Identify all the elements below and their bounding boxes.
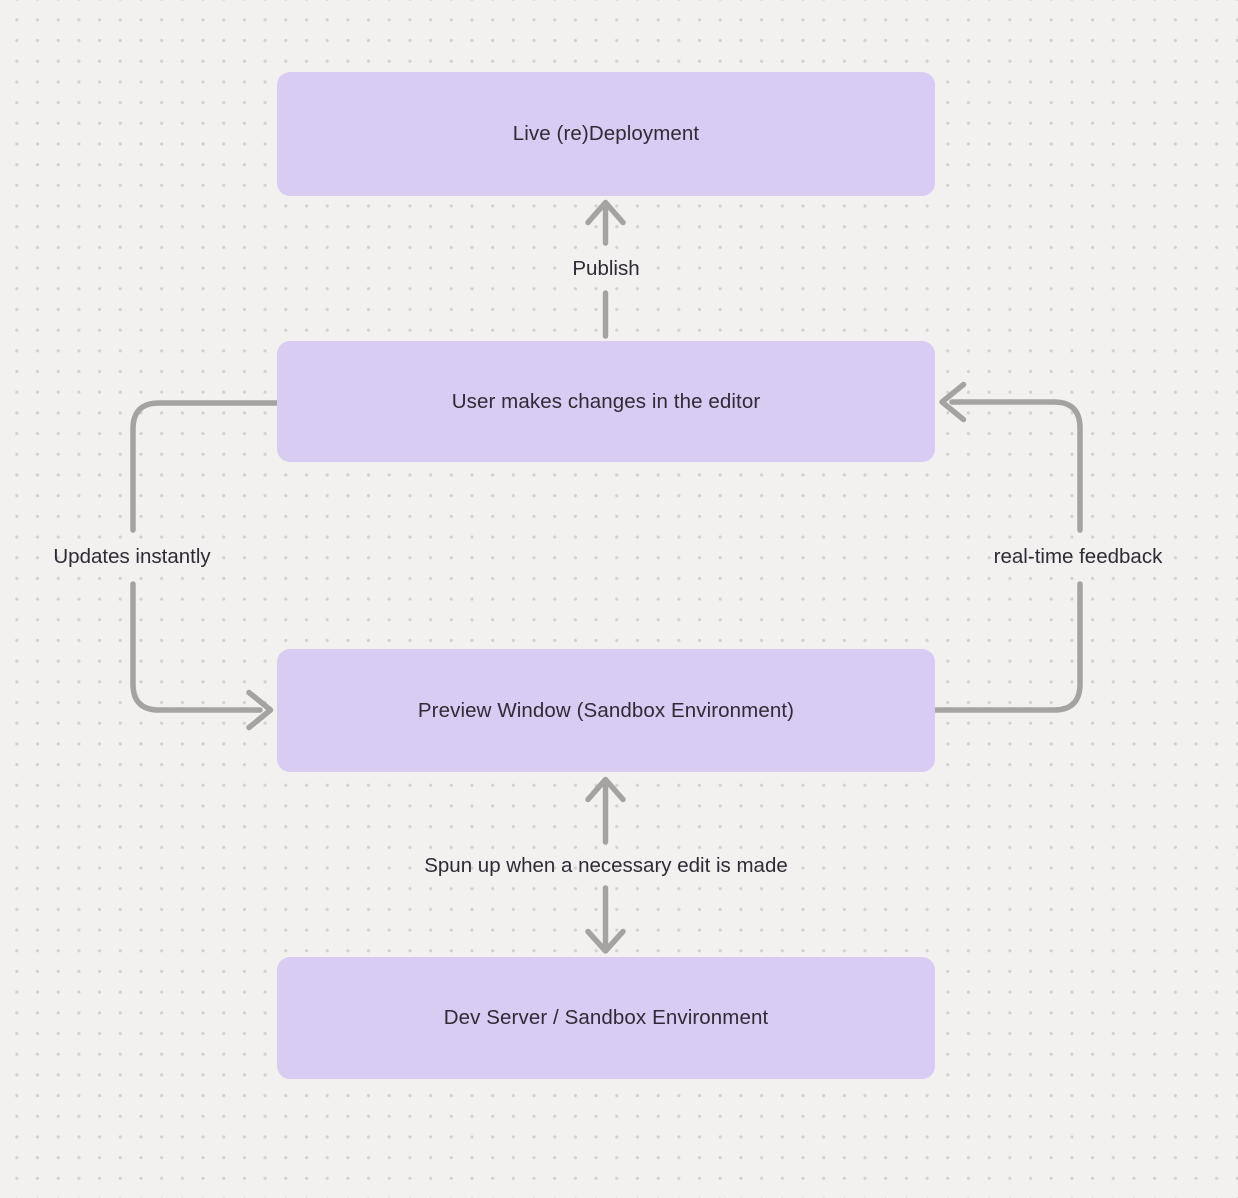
edge-label-updates-instantly: Updates instantly [53,545,211,568]
node-live-deployment-label: Live (re)Deployment [512,122,700,145]
updates-arrowhead-right-icon [246,689,274,731]
edge-label-real-time-feedback: real-time feedback [993,545,1163,568]
updates-arrow-upper [130,400,280,533]
node-user-editor[interactable]: User makes changes in the editor [277,341,935,462]
feedback-arrowhead-left-icon [939,381,967,423]
edge-label-publish: Publish [572,257,640,280]
node-dev-server-label: Dev Server / Sandbox Environment [443,1006,769,1029]
spunup-arrowhead-up-icon [585,776,626,803]
publish-arrowhead-up-icon [585,199,626,226]
node-dev-server[interactable]: Dev Server / Sandbox Environment [277,957,935,1079]
node-preview-window-label: Preview Window (Sandbox Environment) [417,698,795,722]
spunup-arrowhead-down-icon [585,928,626,954]
updates-arrow-lower [130,581,263,713]
node-preview-window[interactable]: Preview Window (Sandbox Environment) [277,649,935,772]
edge-label-spun-up: Spun up when a necessary edit is made [424,854,788,877]
node-user-editor-label: User makes changes in the editor [451,389,761,413]
feedback-arrow-lower [933,581,1083,713]
feedback-arrow-upper [949,399,1083,533]
node-live-deployment[interactable]: Live (re)Deployment [277,72,935,196]
